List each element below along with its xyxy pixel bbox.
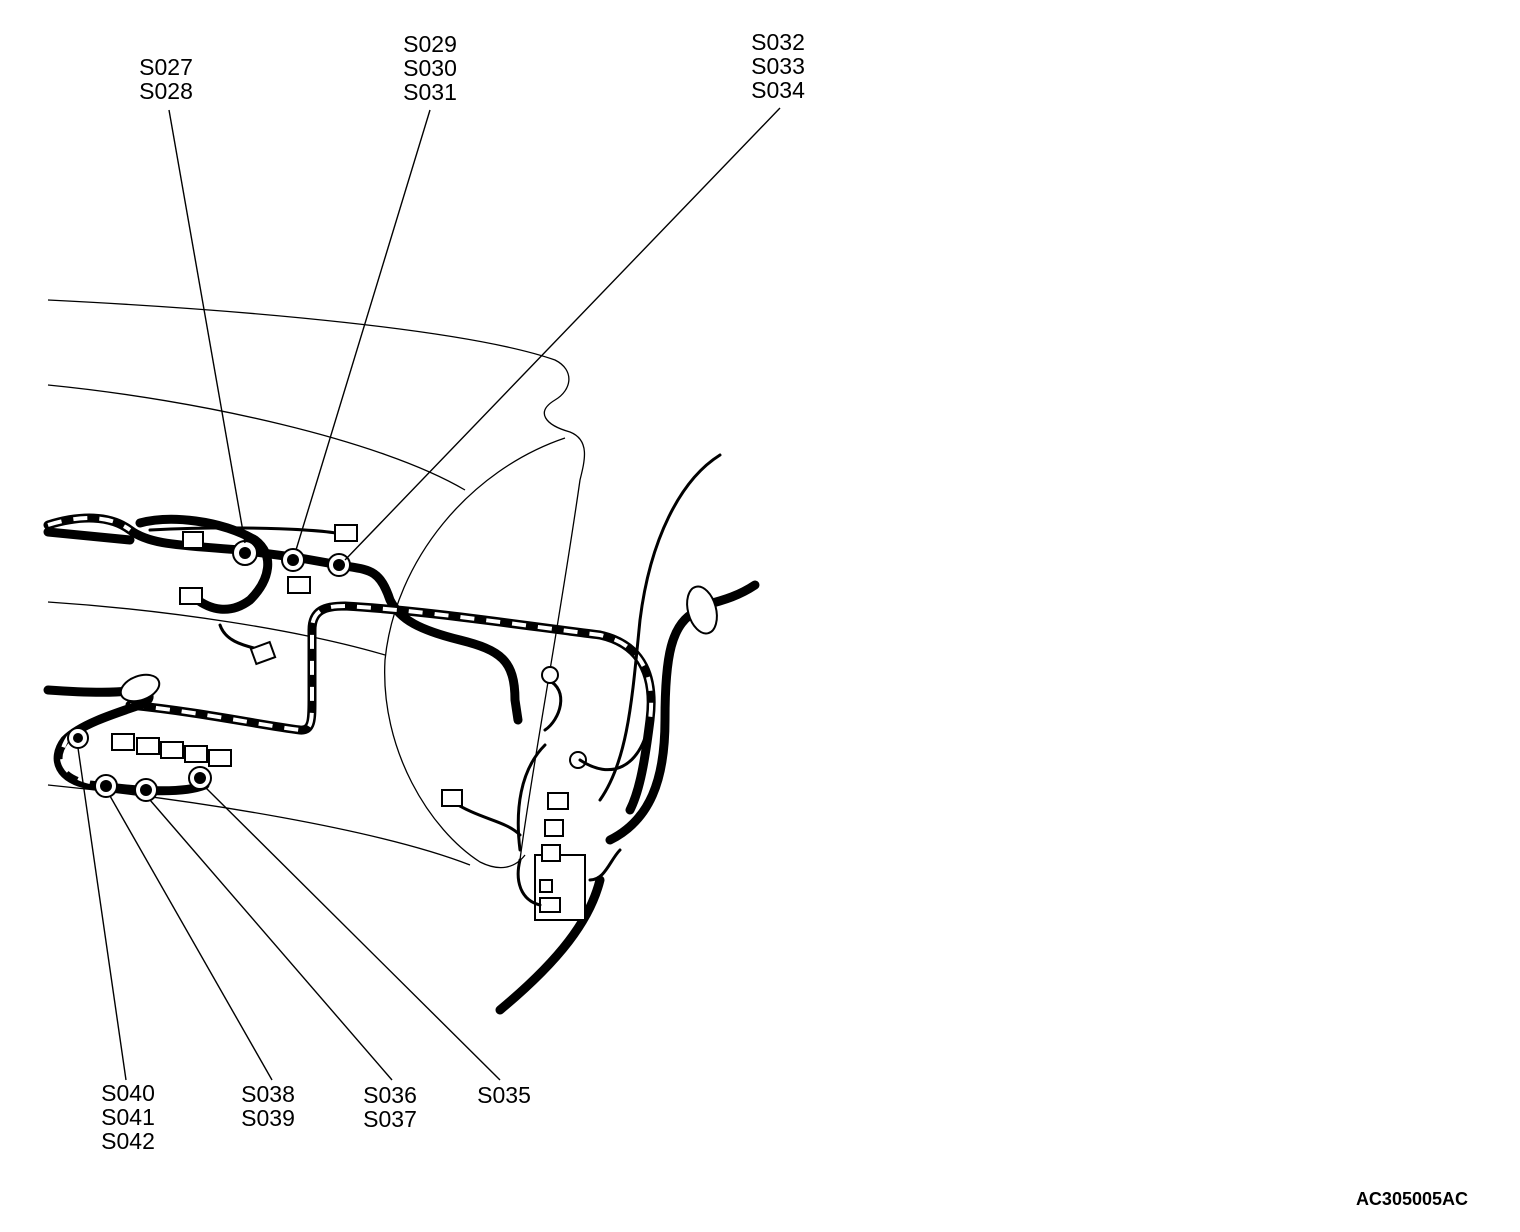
callout-label: S035 bbox=[477, 1082, 531, 1108]
leader-lines bbox=[77, 107, 781, 1081]
right-harness bbox=[448, 453, 760, 1015]
callout-label: S038 bbox=[241, 1081, 295, 1107]
callout-label: S042 bbox=[101, 1128, 155, 1154]
callout-label: S039 bbox=[241, 1105, 295, 1131]
harness-connectors bbox=[111, 524, 463, 807]
callout-label: S029 bbox=[403, 31, 457, 57]
callout-label: S034 bbox=[751, 77, 805, 103]
callout-label: S028 bbox=[139, 78, 193, 104]
callout-s032-s034: S032 S033 S034 bbox=[742, 30, 814, 102]
splice-markers bbox=[67, 540, 351, 802]
callout-s029-s031: S029 S030 S031 bbox=[394, 32, 466, 104]
callout-s027-s028: S027 S028 bbox=[130, 55, 202, 103]
callout-label: S037 bbox=[363, 1106, 417, 1132]
callout-s035: S035 bbox=[468, 1083, 540, 1107]
figure-id: AC305005AC bbox=[1355, 1189, 1468, 1209]
callout-label: S031 bbox=[403, 79, 457, 105]
callout-label: S027 bbox=[139, 54, 193, 80]
callout-label: S030 bbox=[403, 55, 457, 81]
callout-label: S032 bbox=[751, 29, 805, 55]
callout-s036-s037: S036 S037 bbox=[354, 1083, 426, 1131]
vehicle-body-outline bbox=[47, 299, 586, 869]
callout-s040-s042: S040 S041 S042 bbox=[92, 1081, 164, 1153]
callout-label: S033 bbox=[751, 53, 805, 79]
callout-label: S041 bbox=[101, 1104, 155, 1130]
junction-block bbox=[516, 792, 622, 921]
callout-label: S040 bbox=[101, 1080, 155, 1106]
callout-s038-s039: S038 S039 bbox=[232, 1082, 304, 1130]
mid-harness bbox=[125, 601, 656, 815]
callout-label: S036 bbox=[363, 1082, 417, 1108]
